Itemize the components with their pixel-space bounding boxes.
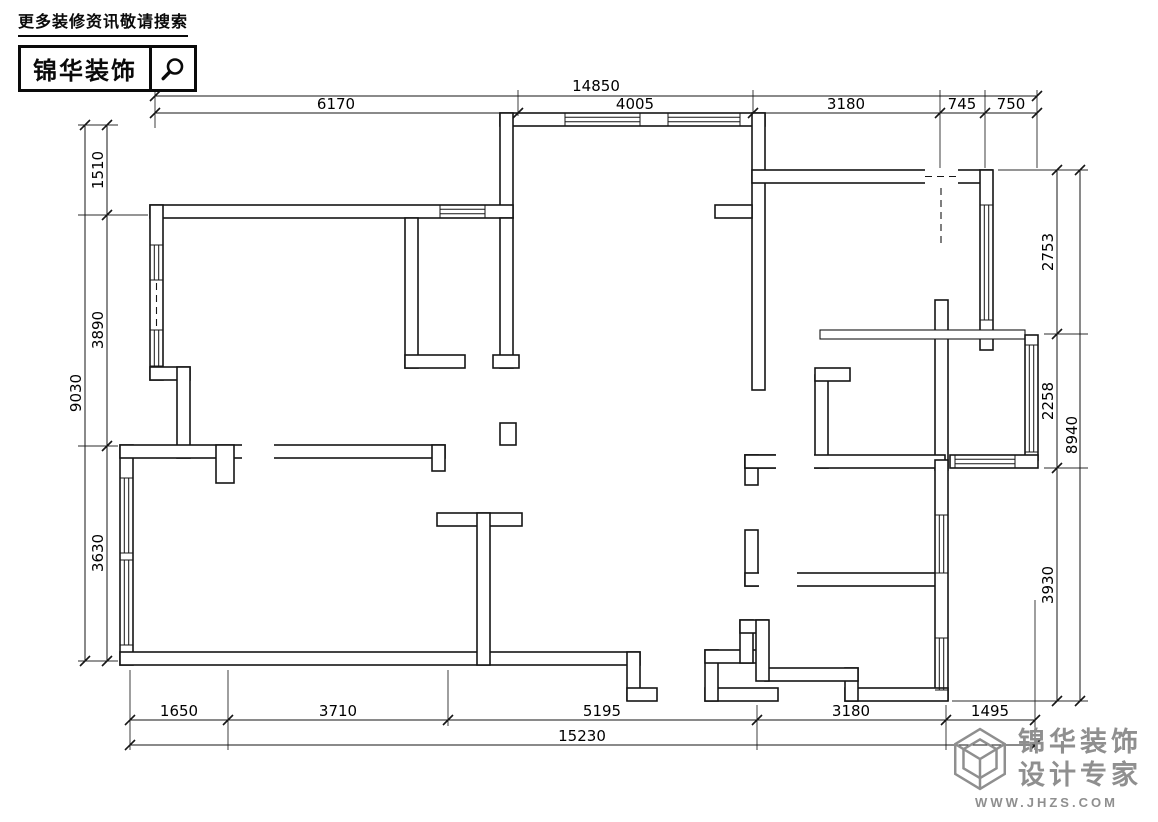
dim-right-seg-1: 2753 <box>1039 233 1057 271</box>
wall <box>814 374 829 469</box>
window-symbol <box>150 329 163 367</box>
window-symbol <box>150 244 163 281</box>
wall <box>404 354 466 369</box>
dim-right-seg-3: 3930 <box>1039 566 1057 604</box>
extension-lines-group <box>78 90 1088 750</box>
wall <box>751 112 766 391</box>
windows-group <box>120 113 1038 691</box>
watermark-brand-line1: 锦华装饰 <box>1018 727 1142 758</box>
window-symbol <box>935 637 948 691</box>
wall <box>431 444 446 472</box>
search-icon <box>149 45 197 92</box>
watermark-logo: 锦华装饰 设计专家 WWW.JHZS.COM <box>951 726 1142 810</box>
wall <box>492 354 520 369</box>
wall <box>499 112 514 219</box>
wall <box>149 204 514 219</box>
watermark-brand-line2: 设计专家 <box>1018 760 1142 791</box>
window-symbol <box>120 477 133 554</box>
window-symbol <box>667 113 741 126</box>
watermark-row: 锦华装饰 设计专家 <box>951 726 1142 792</box>
wall <box>1024 334 1039 461</box>
wall <box>499 112 766 127</box>
magnifier-icon <box>161 57 184 80</box>
wall <box>476 512 491 666</box>
wall <box>744 454 946 469</box>
wall <box>979 169 994 351</box>
wall <box>764 667 859 682</box>
dim-bottom-seg-1: 1650 <box>160 702 198 720</box>
wall <box>714 204 753 219</box>
dim-top-total: 14850 <box>572 77 620 95</box>
dim-bottom-seg-2: 3710 <box>319 702 357 720</box>
cube-logo-icon <box>953 727 1007 791</box>
wall <box>119 444 446 459</box>
dim-top-seg-3: 3180 <box>827 95 865 113</box>
wall <box>499 422 517 446</box>
window-symbol <box>439 205 486 218</box>
dim-left-seg-1: 1510 <box>89 151 107 189</box>
dim-right-total: 8940 <box>1063 416 1081 454</box>
dimension-bottom: 1650 3710 5195 3180 1495 15230 <box>124 702 1041 751</box>
dim-bottom-total: 15230 <box>558 727 606 745</box>
window-symbol <box>954 455 1016 468</box>
wall <box>626 687 658 702</box>
dim-bottom-seg-5: 1495 <box>971 702 1009 720</box>
window-symbol <box>120 559 133 646</box>
dim-top-seg-5: 750 <box>997 95 1026 113</box>
dim-left-seg-2: 3890 <box>89 311 107 349</box>
brand-search-box: 锦华装饰 <box>18 45 197 92</box>
wall <box>404 217 419 369</box>
search-hint-text: 更多装修资讯敬请搜索 <box>18 8 189 37</box>
dim-top-seg-1: 6170 <box>317 95 355 113</box>
door-opening <box>759 570 797 589</box>
window-symbol <box>935 514 948 574</box>
watermark-brand-text: 锦华装饰 设计专家 <box>1018 726 1142 792</box>
window-symbol <box>1025 344 1038 453</box>
walls-group <box>119 112 1039 702</box>
wall <box>499 217 514 369</box>
door-opening <box>242 443 274 460</box>
wall <box>844 687 949 702</box>
door-opening <box>776 452 814 471</box>
wall <box>949 454 1039 469</box>
wall <box>755 619 770 682</box>
dim-bottom-seg-4: 3180 <box>832 702 870 720</box>
dimension-top: 14850 6170 4005 3180 745 750 <box>149 77 1043 119</box>
brand-logo-text: 锦华装饰 <box>18 45 152 92</box>
wall <box>119 651 641 666</box>
header: 更多装修资讯敬请搜索 锦华装饰 <box>18 8 197 92</box>
wall <box>934 299 949 471</box>
dim-top-seg-4: 745 <box>948 95 977 113</box>
dim-left-total: 9030 <box>67 374 85 412</box>
window-symbol <box>564 113 641 126</box>
watermark-url: WWW.JHZS.COM <box>975 795 1118 810</box>
dimension-right: 2753 2258 3930 8940 <box>1039 164 1086 707</box>
dimension-left: 1510 3890 3630 9030 <box>67 119 113 667</box>
dim-right-seg-2: 2258 <box>1039 382 1057 420</box>
wall <box>934 459 949 701</box>
wall <box>814 367 851 382</box>
dim-left-seg-3: 3630 <box>89 534 107 572</box>
wall <box>149 204 164 381</box>
dim-top-seg-2: 4005 <box>616 95 654 113</box>
dim-bottom-seg-3: 5195 <box>583 702 621 720</box>
window-symbol <box>980 204 993 321</box>
wall <box>819 329 1026 340</box>
wall <box>215 444 235 484</box>
